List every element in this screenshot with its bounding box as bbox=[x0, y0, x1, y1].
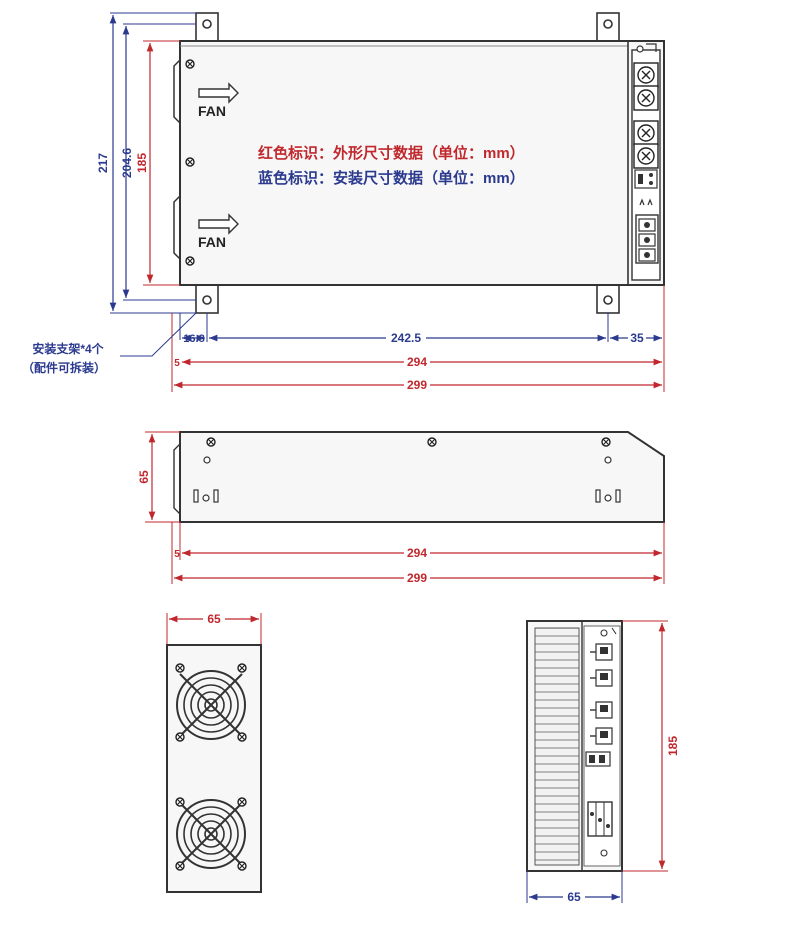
dimension-height-217: 217 bbox=[96, 12, 196, 314]
legend-mount-dimension: 蓝色标识：安装尺寸数据（单位：mm） bbox=[258, 169, 525, 187]
screw-icon bbox=[175, 861, 185, 871]
screw-icon bbox=[185, 157, 195, 167]
dimension-width-65-terminals: 65 bbox=[529, 890, 620, 904]
mount-bracket-bottom-left bbox=[195, 284, 219, 314]
screw-icon bbox=[237, 861, 247, 871]
dimension-299-side: 299 bbox=[174, 571, 662, 585]
dimension-label-204-6: 204.6 bbox=[120, 148, 134, 178]
bracket-note-line1: 安装支架*4个 bbox=[32, 341, 104, 356]
dimension-35: 35 bbox=[610, 331, 662, 345]
dimension-label-185: 185 bbox=[666, 736, 680, 756]
dimension-height-185-end: 185 bbox=[658, 623, 680, 869]
screw-icon bbox=[185, 59, 195, 69]
screw-icon bbox=[427, 437, 437, 447]
top-view: FAN FAN 红色标识：外形尺寸数据（单位：mm） 蓝色标识：安装尺寸数据（单… bbox=[22, 12, 665, 392]
dimension-height-204-6: 204.6 bbox=[120, 23, 196, 301]
screw-icon bbox=[237, 732, 247, 742]
dimension-label-294: 294 bbox=[407, 546, 427, 560]
dimension-299-top: 299 bbox=[174, 378, 662, 392]
bracket-note-line2: （配件可拆装） bbox=[22, 360, 106, 375]
heatsink-fins bbox=[534, 627, 580, 866]
mount-bracket-top-right bbox=[596, 12, 620, 42]
dimension-16-8: 16.8 bbox=[182, 333, 205, 345]
dimension-label-294: 294 bbox=[407, 355, 427, 369]
dimension-height-185: 185 bbox=[135, 40, 180, 286]
screw-icon bbox=[237, 797, 247, 807]
dimension-height-65-side: 65 bbox=[137, 431, 180, 523]
dimension-label-5: 5 bbox=[174, 358, 180, 369]
screw-icon bbox=[175, 797, 185, 807]
dimension-label-5: 5 bbox=[174, 549, 180, 560]
terminal-screw-icon bbox=[633, 85, 659, 111]
end-panel-fans bbox=[166, 644, 262, 893]
dimension-294-side: 294 5 bbox=[174, 546, 662, 560]
dimension-label-65: 65 bbox=[207, 612, 221, 626]
screw-icon bbox=[185, 256, 195, 266]
terminal-screw-icon bbox=[633, 120, 659, 146]
end-view-fans: 65 bbox=[166, 612, 262, 893]
dimension-label-242-5: 242.5 bbox=[391, 331, 421, 345]
bracket-leader-line bbox=[120, 312, 197, 357]
screw-icon bbox=[206, 437, 216, 447]
dimension-label-65: 65 bbox=[137, 470, 151, 484]
top-body bbox=[179, 40, 665, 286]
dimension-label-217: 217 bbox=[96, 153, 110, 173]
terminal-column bbox=[583, 625, 621, 867]
airflow-arrow-icon bbox=[198, 82, 239, 104]
dimension-label-35: 35 bbox=[630, 331, 644, 345]
dimension-width-65-fans: 65 bbox=[169, 612, 259, 626]
side-view: 65 294 5 299 bbox=[137, 431, 665, 585]
mount-bracket-top-left bbox=[195, 12, 219, 42]
dimension-label-65: 65 bbox=[567, 890, 581, 904]
fan-label-top: FAN bbox=[198, 103, 226, 119]
end-view-terminals: 185 65 bbox=[526, 620, 680, 904]
terminal-screw-icon bbox=[633, 143, 659, 169]
side-body bbox=[179, 431, 665, 523]
dimension-label-16-8: 16.8 bbox=[183, 333, 204, 345]
dimension-label-299: 299 bbox=[407, 378, 427, 392]
fan-label-bottom: FAN bbox=[198, 234, 226, 250]
terminal-screw-icon bbox=[633, 62, 659, 88]
mount-bracket-bottom-right bbox=[596, 284, 620, 314]
screw-icon bbox=[175, 663, 185, 673]
dimension-label-185: 185 bbox=[135, 153, 149, 173]
terminal-strip bbox=[631, 43, 661, 281]
dimension-294-top: 294 5 bbox=[174, 355, 662, 369]
screw-icon bbox=[601, 437, 611, 447]
airflow-arrow-icon bbox=[198, 213, 239, 235]
dimension-242-5: 242.5 bbox=[209, 331, 606, 345]
dimension-label-299: 299 bbox=[407, 571, 427, 585]
screw-icon bbox=[237, 663, 247, 673]
legend-outer-dimension: 红色标识：外形尺寸数据（单位：mm） bbox=[258, 144, 525, 162]
screw-icon bbox=[175, 732, 185, 742]
